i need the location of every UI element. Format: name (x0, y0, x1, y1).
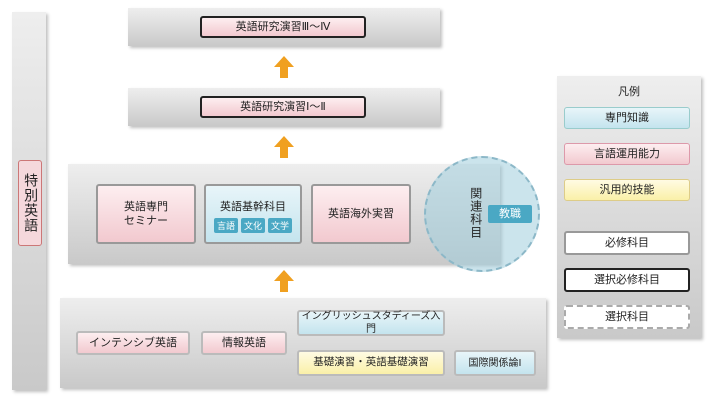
research-seminar-3-4: 英語研究演習Ⅲ～Ⅳ (200, 16, 366, 38)
legend-specialized-knowledge: 専門知識 (564, 107, 690, 129)
english-overseas-practicum: 英語海外実習 (311, 184, 411, 244)
information-english: 情報英語 (201, 331, 287, 355)
legend-elective: 選択科目 (564, 305, 690, 329)
tag-language: 言語 (213, 218, 238, 234)
teacher-training-badge: 教職 (488, 205, 532, 223)
basic-seminar: 基礎演習・英語基礎演習 (297, 350, 445, 376)
related-subjects-label: 関連科目 (468, 187, 483, 239)
legend-required: 必修科目 (564, 231, 690, 255)
research-seminar-1-2: 英語研究演習Ⅰ～Ⅱ (200, 96, 366, 118)
tag-culture: 文化 (240, 218, 265, 234)
english-core-subjects: 英語基幹科目 言語 文化 文学 (204, 184, 302, 244)
legend-language-skills: 言語運用能力 (564, 143, 690, 165)
international-relations-1: 国際関係論Ⅰ (454, 350, 536, 376)
intensive-english: インテンシブ英語 (76, 331, 190, 355)
tag-literature: 文学 (268, 218, 293, 234)
core-label: 英語基幹科目 (220, 200, 286, 213)
legend-elective-required: 選択必修科目 (564, 268, 690, 292)
up-arrow-icon (274, 56, 294, 78)
up-arrow-icon (274, 270, 294, 292)
special-english-label: 特別英語 (18, 160, 42, 246)
english-studies-intro: イングリッシュスタディーズ入門 (297, 310, 445, 336)
legend-title: 凡例 (618, 84, 640, 98)
up-arrow-icon (274, 136, 294, 158)
legend-general-skills: 汎用的技能 (564, 179, 690, 201)
english-specialist-seminar: 英語専門 セミナー (96, 184, 196, 244)
